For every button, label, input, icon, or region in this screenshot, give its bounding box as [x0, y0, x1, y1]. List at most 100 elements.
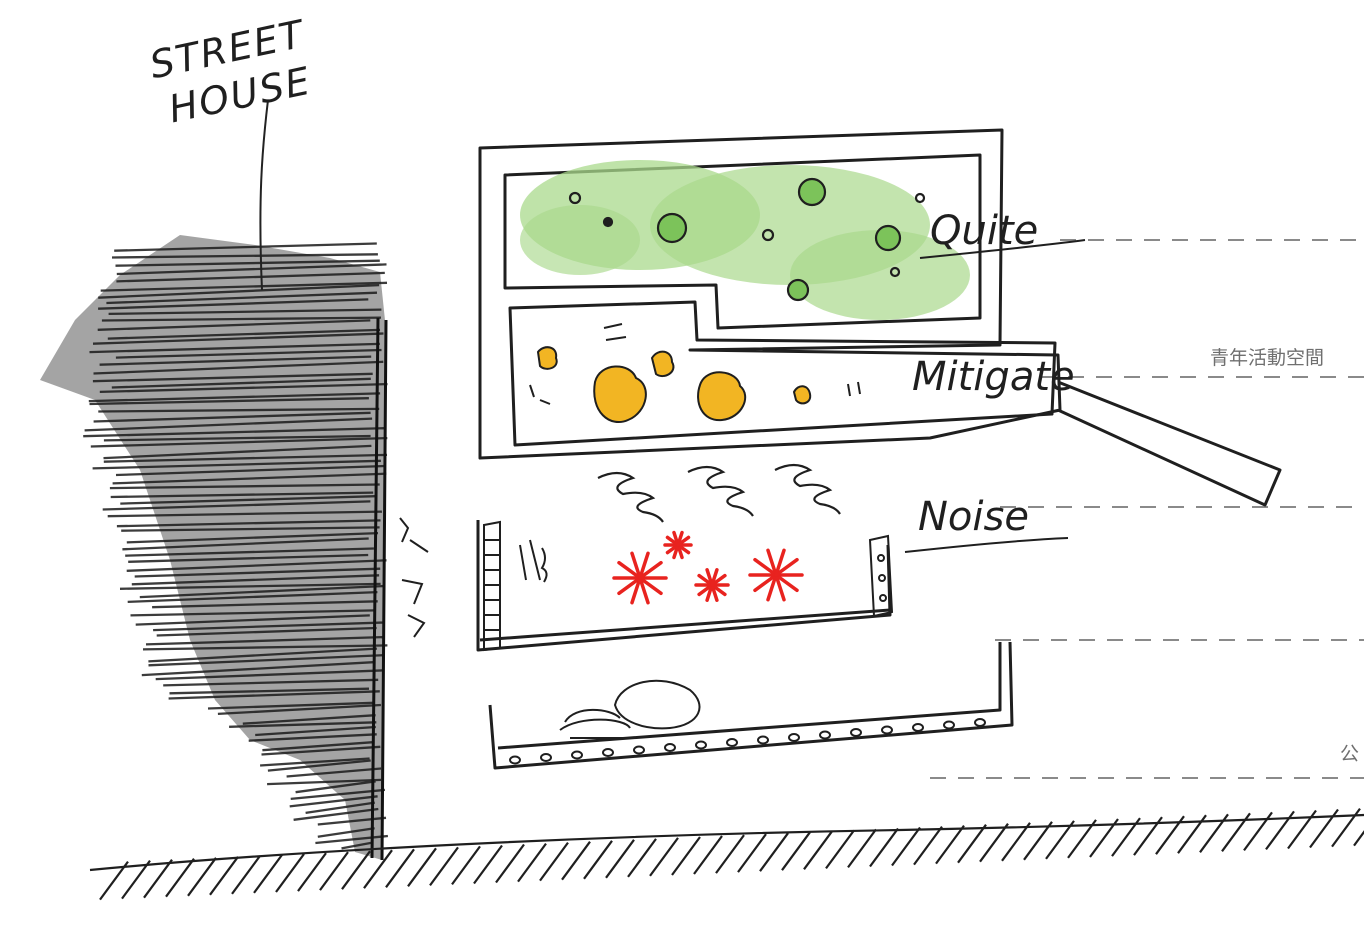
hatch-stroke [826, 830, 854, 868]
light-dot-icon [727, 739, 737, 746]
light-dot-icon [634, 747, 644, 754]
hatch-stroke [562, 842, 590, 880]
hatch-stroke [958, 825, 986, 863]
tree-icon [916, 194, 924, 202]
hatch-stroke [804, 831, 832, 869]
hatch-stroke [760, 833, 788, 871]
bush-icon [594, 366, 646, 422]
hatch-stroke [606, 840, 634, 878]
wave-icon [598, 473, 663, 522]
leader-noise [905, 538, 1068, 552]
bush-icon [794, 386, 810, 403]
hatch-stroke [782, 832, 810, 870]
light-dot-icon [603, 749, 613, 756]
annotation-youth-space: 青年活動空間 [1210, 347, 1324, 369]
light-dot-icon [820, 732, 830, 739]
hatch-stroke [716, 835, 744, 873]
hatch-stroke [540, 843, 568, 881]
hatch-stroke [1266, 811, 1294, 849]
light-dot-icon [944, 722, 954, 729]
hatch-stroke [496, 845, 524, 883]
wave-icon [688, 467, 753, 516]
stair-icon [484, 522, 500, 650]
speaker-dot [878, 555, 884, 561]
hatch-stroke [892, 828, 920, 866]
person-sketch [400, 518, 428, 637]
light-dot-icon [913, 724, 923, 731]
hatch-stroke [584, 841, 612, 879]
hatch-stroke [430, 847, 458, 885]
hatch-stroke [408, 848, 436, 886]
hatch-stroke [276, 854, 304, 892]
tree-icon [876, 226, 900, 250]
ground-line [90, 815, 1364, 870]
hatch-stroke [188, 858, 216, 896]
label-mitigate: Mitigate [912, 354, 1075, 400]
hatch-stroke [210, 857, 238, 895]
grass-mark [848, 382, 860, 396]
light-dot-icon [789, 734, 799, 741]
street-house-mass [40, 235, 386, 860]
hatch-stroke [342, 851, 370, 889]
light-dot-icon [882, 727, 892, 734]
hatch-stroke [518, 844, 546, 882]
noise-bursts [614, 533, 802, 603]
hatch-stroke [650, 838, 678, 876]
bush-icon [652, 352, 673, 376]
hatch-stroke [738, 834, 766, 872]
label-noise: Noise [918, 494, 1029, 540]
hatch-stroke [672, 837, 700, 875]
speaker-dot [879, 575, 885, 581]
garden-wash-4 [520, 205, 640, 275]
tree-icon [788, 280, 808, 300]
light-dot-icon [665, 744, 675, 751]
light-dot-icon [975, 719, 985, 726]
mitigate-bushes [530, 324, 860, 422]
hatch-stroke [1288, 811, 1316, 849]
grass-mark [604, 324, 626, 340]
hatch-stroke [320, 852, 348, 890]
hatch-stroke [980, 824, 1008, 862]
light-dot-icon [541, 754, 551, 761]
hatch-stroke [870, 829, 898, 867]
ground [90, 808, 1364, 900]
tree-icon [604, 218, 612, 226]
noise-room-floor [480, 610, 890, 640]
car-sketch [615, 681, 700, 729]
hatch-stroke [848, 829, 876, 867]
hatch-stroke [1310, 810, 1338, 848]
street-house-building [40, 100, 388, 860]
person-sketch [520, 540, 547, 582]
hatch-stroke [474, 846, 502, 884]
tree-icon [799, 179, 825, 205]
hatch-stroke [936, 826, 964, 864]
annotation-public-partial: 公 [1340, 743, 1359, 765]
grass-mark [530, 385, 550, 404]
wave-icon [775, 465, 840, 514]
hatch-stroke [628, 839, 656, 877]
quiet-garden [520, 160, 970, 320]
hatch-stroke [166, 859, 194, 897]
light-dot-icon [696, 742, 706, 749]
extension-ramp [1058, 382, 1280, 505]
speaker-dot [880, 595, 886, 601]
bush-icon [698, 372, 745, 420]
hatch-stroke [694, 836, 722, 874]
hatch-stroke [298, 853, 326, 891]
hatch-stroke [232, 856, 260, 894]
light-dot-icon [851, 729, 861, 736]
lower-platform [490, 642, 1012, 768]
light-dot-icon [572, 752, 582, 759]
hatch-stroke [1332, 809, 1360, 847]
lower-platform-details [510, 681, 985, 764]
light-dot-icon [758, 737, 768, 744]
noise-waves [598, 465, 840, 522]
hatch-stroke [452, 846, 480, 884]
hatch-stroke [914, 827, 942, 865]
bush-icon [538, 347, 557, 369]
hatch-stroke [1222, 813, 1250, 851]
light-dot-icon [510, 757, 520, 764]
hatch-stroke [386, 849, 414, 887]
hatch-stroke [254, 855, 282, 893]
